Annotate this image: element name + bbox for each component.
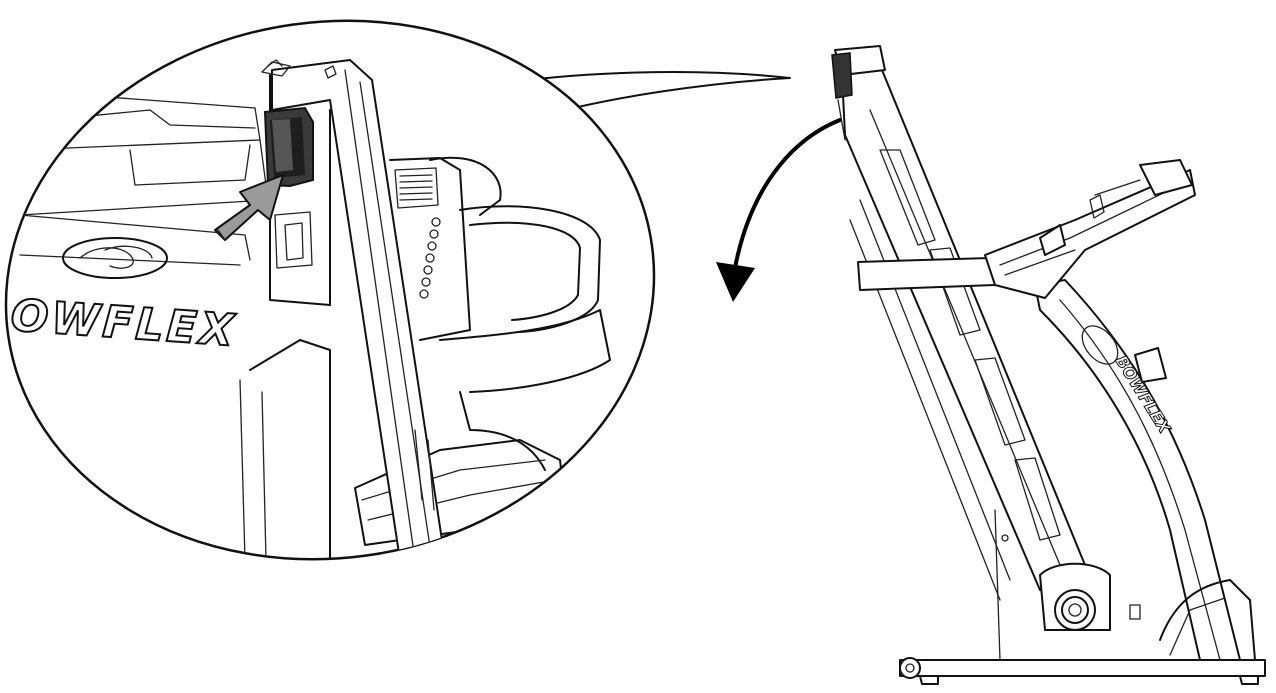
curved-fold-arrow-icon xyxy=(716,118,842,302)
treadmill-folded-view: BOWFLEX xyxy=(831,45,1266,685)
folded-deck xyxy=(831,45,1141,661)
fold-release-button xyxy=(263,106,314,188)
speed-incline-key-strip xyxy=(389,157,471,341)
zoomed-detail: OWFLEX xyxy=(8,59,611,561)
zoom-callout-bubble: OWFLEX xyxy=(4,19,791,561)
push-arrow-icon xyxy=(214,174,284,241)
callout-tail xyxy=(469,71,791,123)
treadmill-handlebar xyxy=(857,159,1196,299)
brand-logo-icon xyxy=(62,237,168,279)
